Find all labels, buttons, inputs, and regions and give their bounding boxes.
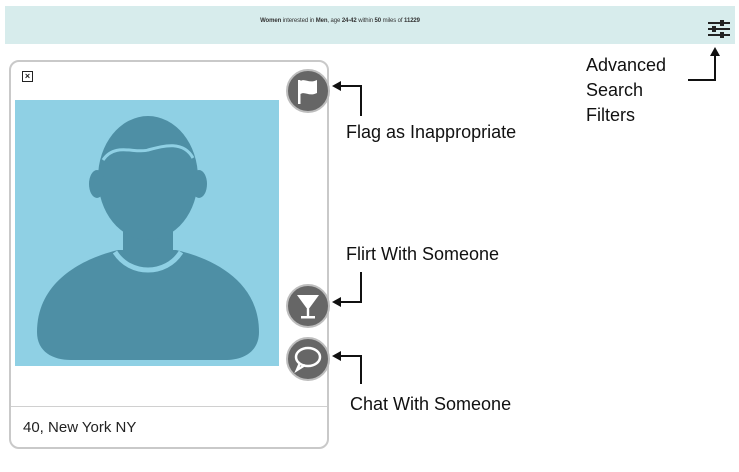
advanced-search-filters-button[interactable] — [707, 19, 731, 39]
flirt-button[interactable] — [286, 284, 330, 328]
search-text-2: , age — [327, 18, 342, 24]
close-icon[interactable]: × — [22, 71, 33, 82]
search-text-4: miles of — [381, 18, 405, 24]
search-zip: 11229 — [404, 18, 420, 24]
profile-card[interactable]: × — [9, 60, 330, 449]
sliders-icon — [708, 20, 730, 38]
search-gender-seeking: Women — [260, 18, 282, 24]
annotation-filters-line1: Advanced — [586, 55, 667, 75]
search-distance: 50 — [374, 18, 382, 24]
flag-icon — [298, 80, 317, 104]
search-gender: Men — [315, 18, 328, 24]
chat-button[interactable] — [286, 337, 330, 381]
annotation-chat: Chat With Someone — [350, 394, 512, 414]
search-summary-text: Women interested in Men, age 24-42 withi… — [5, 18, 675, 24]
profile-photo[interactable] — [15, 100, 279, 366]
annotation-flag: Flag as Inappropriate — [346, 122, 517, 142]
cocktail-glass-icon — [297, 295, 319, 319]
user-silhouette-icon — [37, 116, 259, 360]
annotation-filters-line3: Filters — [586, 105, 635, 125]
speech-bubble-icon — [294, 346, 322, 374]
search-text-3: within — [356, 18, 375, 24]
profile-age-location: 40, New York NY — [23, 419, 137, 436]
flag-button[interactable] — [286, 69, 330, 113]
annotation-flirt: Flirt With Someone — [346, 244, 500, 264]
search-summary-bar: Women interested in Men, age 24-42 withi… — [5, 6, 735, 44]
search-age-range: 24-42 — [341, 18, 357, 24]
annotation-filters-line2: Search — [586, 80, 644, 100]
search-text-1: interested in — [281, 18, 316, 24]
card-divider — [11, 406, 327, 407]
